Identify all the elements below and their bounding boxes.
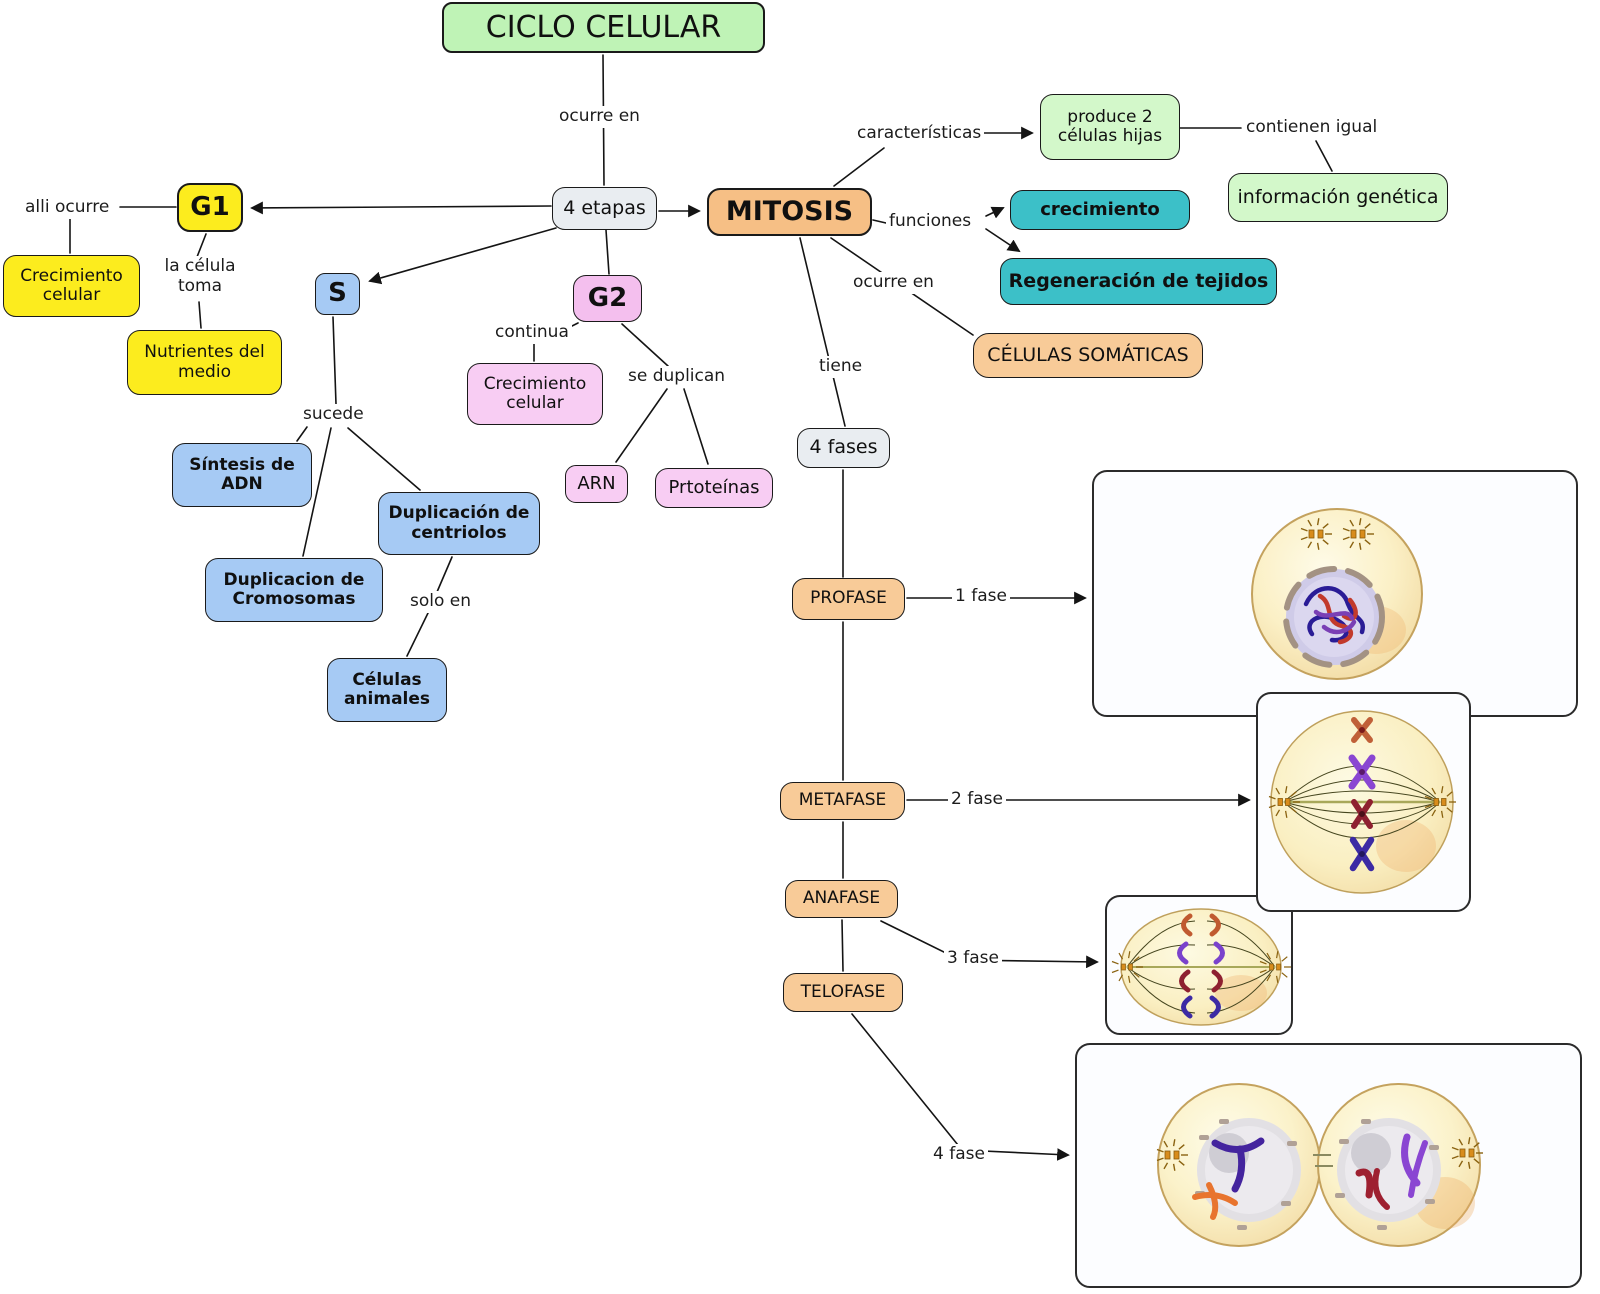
node-arn: ARN [565, 465, 628, 503]
node-prtoteinas: Prtoteínas [655, 468, 773, 508]
profase-chromatin [1303, 586, 1366, 645]
label-4-fase: 4 fase [930, 1144, 988, 1166]
node-mitosis: MITOSIS [707, 188, 872, 236]
label-ocurre-en-etapas: ocurre en [556, 106, 643, 128]
node-duplicacion-de-centriolos: Duplicación de centriolos [378, 492, 540, 555]
node-produce-2-celulas-hijas: produce 2 células hijas [1040, 94, 1180, 160]
node-nutrientes-del-medio: Nutrientes del medio [127, 330, 282, 395]
label-2-fase: 2 fase [948, 789, 1006, 811]
node-g2: G2 [573, 275, 642, 322]
label-continua: continua [492, 322, 572, 344]
node-telofase: TELOFASE [783, 973, 903, 1012]
label-funciones: funciones [886, 211, 975, 233]
anafase-chromosomes [1177, 913, 1225, 1019]
telofase-chromosomes [1192, 1133, 1428, 1220]
anafase-image-card [1105, 895, 1293, 1035]
node-sintesis-de-adn: Síntesis de ADN [172, 443, 312, 507]
profase-image-card [1092, 470, 1578, 717]
label-1-fase: 1 fase [952, 586, 1010, 608]
label-tiene: tiene [816, 356, 866, 378]
anafase-cell-illustration [1111, 908, 1291, 1026]
node-celulas-animales: Células animales [327, 658, 447, 722]
node-ciclo-celular: CICLO CELULAR [442, 2, 765, 53]
profase-nuclear-envelope [1283, 566, 1385, 668]
label-sucede: sucede [300, 404, 367, 426]
metafase-cell-illustration [1268, 710, 1457, 894]
telofase-image-card [1075, 1043, 1582, 1288]
node-s: S [315, 273, 360, 315]
label-solo-en: solo en [407, 591, 475, 613]
node-informacion-genetica: información genética [1228, 173, 1448, 222]
node-profase: PROFASE [792, 578, 905, 620]
label-3-fase: 3 fase [944, 948, 1002, 970]
node-metafase: METAFASE [780, 782, 905, 820]
node-crecimiento-celular-g2: Crecimiento celular [467, 363, 603, 425]
profase-cell-illustration [1251, 508, 1423, 680]
node-4-fases: 4 fases [797, 428, 890, 468]
node-g1: G1 [177, 183, 243, 232]
node-regeneracion-de-tejidos: Regeneración de tejidos [1000, 258, 1277, 305]
label-contienen-igual: contienen igual [1243, 117, 1381, 139]
label-la-celula-toma: la célula toma [155, 256, 245, 298]
node-4-etapas: 4 etapas [552, 187, 657, 230]
label-caracteristicas: características [854, 123, 985, 145]
label-se-duplican: se duplican [625, 366, 729, 388]
node-duplicacion-de-cromosomas: Duplicacion de Cromosomas [205, 558, 383, 622]
node-anafase: ANAFASE [785, 880, 898, 918]
node-celulas-somaticas: CÉLULAS SOMÁTICAS [973, 333, 1203, 378]
telofase-cell-illustration [1156, 1083, 1484, 1247]
node-crecimiento: crecimiento [1010, 190, 1190, 230]
metafase-image-card [1256, 692, 1471, 912]
metafase-chromosomes [1348, 717, 1376, 872]
label-alli-ocurre: alli ocurre [22, 197, 113, 219]
label-ocurre-en-somaticas: ocurre en [850, 272, 937, 294]
node-crecimiento-celular-g1: Crecimiento celular [3, 255, 140, 317]
telofase-midbody [1313, 1154, 1333, 1167]
